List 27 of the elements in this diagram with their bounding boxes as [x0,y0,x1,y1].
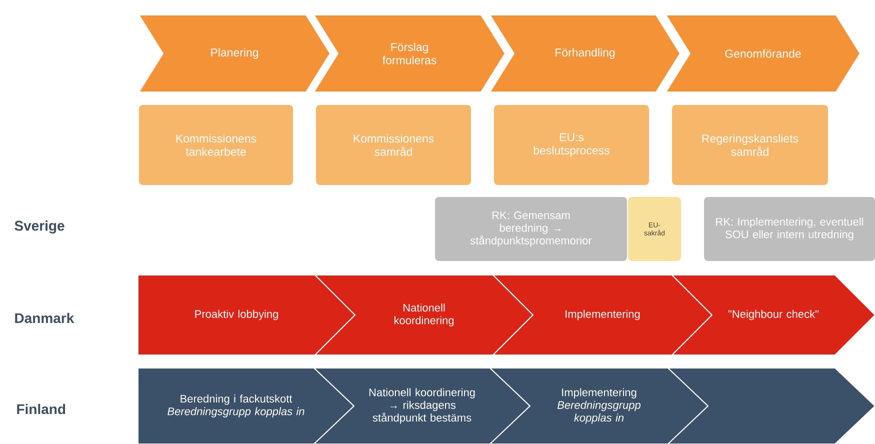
phase-step: Förslag formuleras [313,14,506,92]
row-label: Danmark [15,312,74,324]
phase-step: Implementering Beredningsgrupp kopplas in [488,367,709,444]
row-label: Finland [17,404,66,414]
phase-step [666,367,875,444]
stage-box: Regeringskansliets samråd [672,105,828,185]
node-label: "Neighbour check" [728,310,818,320]
phase-step: Nationell koordinering [314,274,534,356]
node-label: Beredningsgrupp kopplas in [557,400,641,424]
node-label: Beredningsgrupp kopplas in [168,407,304,418]
phase-step: Genomförande [665,14,861,92]
node-label: Nationell koordinering → riksdagens ståndpunkt bestäms [369,388,475,424]
stage-box: Kommissionens samråd [316,105,471,185]
phase-step: Förhandling [489,14,681,92]
stage-box: EU:s beslutsprocess [494,105,649,185]
node-label: Implementering [562,388,636,398]
row-label: Sverige [14,220,64,234]
phase-step: Beredning i fackutskott Beredningsgrupp kopplas in [138,367,355,444]
phase-step: "Neighbour check" [670,274,875,356]
phase-step: Nationell koordinering → riksdagens ståndpunkt bestäms [312,367,531,444]
phase-step: Proaktiv lobbying [138,274,356,356]
process-box: RK: Implementering, eventuell SOU eller intern utredning [704,196,875,261]
node-label: Beredning i fackutskott [180,394,292,405]
stage-box: Kommissionens tankearbete [139,105,293,185]
phase-step: Implementering [492,274,713,356]
process-box: RK: Gemensam beredning → ståndpunktspromemorior [435,196,627,261]
phase-step: Planering [138,14,331,92]
